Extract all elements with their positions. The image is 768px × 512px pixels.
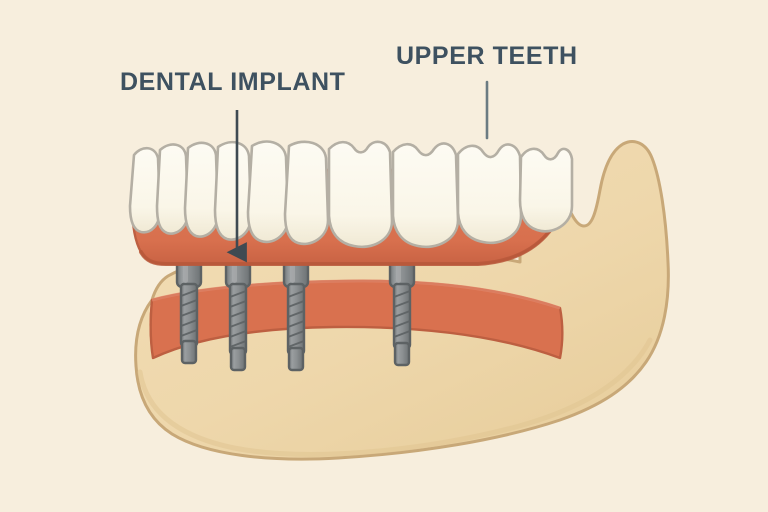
tooth-canine-4 bbox=[213, 140, 253, 241]
tooth-molar-8 bbox=[391, 142, 460, 249]
tooth-molar-7 bbox=[327, 140, 394, 249]
leader-lines bbox=[226, 80, 489, 263]
dental-implant-3 bbox=[282, 257, 310, 372]
tooth-incisor-2 bbox=[155, 143, 190, 235]
label-dental-implant: DENTAL IMPLANT bbox=[120, 68, 346, 96]
tooth-molar-9 bbox=[456, 143, 523, 245]
tooth-incisor-3 bbox=[183, 141, 220, 238]
tooth-premolar-6 bbox=[283, 140, 330, 246]
dental-implant-2 bbox=[224, 257, 252, 372]
tooth-molar-10 bbox=[518, 147, 574, 233]
label-upper-teeth: UPPER TEETH bbox=[396, 42, 578, 70]
tooth-incisor-1 bbox=[128, 146, 162, 234]
tooth-premolar-5 bbox=[246, 140, 290, 244]
upper-teeth-row bbox=[128, 140, 574, 249]
